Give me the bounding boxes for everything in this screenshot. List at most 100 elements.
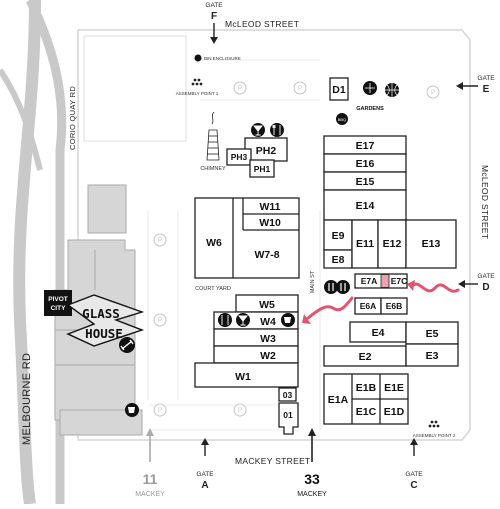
mcleod-street-top-label: McLEOD STREET xyxy=(225,19,299,29)
gardens-label: GARDENS xyxy=(356,106,384,112)
gate-e-arrow-icon xyxy=(456,82,463,90)
building-e1c-label: E1C xyxy=(356,406,377,418)
building-e16-label: E16 xyxy=(356,158,375,170)
assembly-point-1: ASSEMBLY POINT 1 xyxy=(176,78,219,96)
arrow-up-icon xyxy=(308,428,316,436)
building-e3[interactable]: E3 xyxy=(405,343,459,367)
building-e1b[interactable]: E1B xyxy=(356,382,377,394)
building-01-label: 01 xyxy=(283,410,293,420)
building-e12[interactable]: E12 xyxy=(377,219,407,269)
building-w11[interactable]: W11 xyxy=(259,201,280,213)
building-e7c[interactable]: E7C xyxy=(391,276,408,286)
gate-a[interactable]: GATE A xyxy=(196,438,214,491)
building-w4-label: W4 xyxy=(260,316,276,328)
assembly-point-2-label: ASSEMBLY POINT 2 xyxy=(413,433,456,438)
parking-marker[interactable]: P xyxy=(233,81,247,95)
building-e16[interactable]: E16 xyxy=(323,153,407,173)
pivot-city-logo: PIVOT CITY xyxy=(44,290,72,316)
building-ph3-label: PH3 xyxy=(231,152,248,162)
svg-text:BBQ: BBQ xyxy=(338,117,346,122)
building-e1a[interactable]: E1A xyxy=(328,394,349,406)
arrow-up-icon xyxy=(146,428,154,436)
gate-e-letter: E xyxy=(483,84,490,95)
parking-markers: P P P P P P P xyxy=(153,81,440,417)
building-d1[interactable]: D1 xyxy=(329,77,349,101)
entry-33-arrow xyxy=(308,428,316,462)
toilets-icons xyxy=(324,280,350,294)
building-e13[interactable]: E13 xyxy=(405,219,457,269)
building-e7b-highlight[interactable] xyxy=(380,274,390,288)
toilet-icon xyxy=(324,280,338,294)
parking-marker[interactable]: P xyxy=(153,233,167,247)
parking-marker[interactable]: P xyxy=(426,85,440,99)
building-e1e[interactable]: E1E xyxy=(384,382,404,394)
building-w6-label: W6 xyxy=(206,237,222,249)
main-street-label: MAIN ST xyxy=(310,270,316,293)
building-e14[interactable]: E14 xyxy=(323,189,407,221)
building-e9[interactable]: E9 xyxy=(323,219,353,251)
building-e2[interactable]: E2 xyxy=(323,345,407,367)
building-01[interactable]: 01 xyxy=(278,402,299,435)
gate-d-arrow-icon xyxy=(458,280,465,288)
building-w2[interactable]: W2 xyxy=(213,345,299,364)
building-e6a[interactable]: E6A xyxy=(354,297,382,315)
gate-c[interactable]: GATE C xyxy=(405,438,423,491)
address-33-number: 33 xyxy=(304,471,320,487)
building-w10[interactable]: W10 xyxy=(259,217,281,229)
gate-f-letter: F xyxy=(211,11,217,22)
svg-text:HOUSE: HOUSE xyxy=(85,326,123,341)
building-e7a[interactable]: E7A xyxy=(361,276,378,286)
building-e13-label: E13 xyxy=(422,238,441,250)
cutlery-icon xyxy=(270,123,284,137)
building-e17[interactable]: E17 xyxy=(323,135,407,155)
building-w5[interactable]: W5 xyxy=(235,294,299,313)
gate-d[interactable]: GATE D xyxy=(458,273,495,293)
building-e7c-label: E7C xyxy=(391,276,408,286)
building-e1b-label: E1B xyxy=(356,382,377,394)
parking-marker[interactable]: P xyxy=(153,313,167,327)
bin-icon xyxy=(194,54,202,62)
svg-text:P: P xyxy=(238,86,242,92)
parking-lines xyxy=(147,59,321,431)
svg-text:P: P xyxy=(431,90,435,96)
building-e6a-label: E6A xyxy=(360,301,377,311)
building-w7-8[interactable]: W7-8 xyxy=(254,249,279,261)
wave-left-icon xyxy=(306,296,354,320)
chimney-icon xyxy=(206,111,220,161)
building-w1[interactable]: W1 xyxy=(194,362,299,388)
gate-f-arrow-icon xyxy=(210,37,218,44)
glass-house-logo: GLASS HOUSE xyxy=(66,294,145,347)
building-e1d[interactable]: E1D xyxy=(384,406,405,418)
building-w1-label: W1 xyxy=(235,371,251,383)
building-e4-label: E4 xyxy=(372,327,385,339)
road-curves xyxy=(0,0,67,505)
building-w6[interactable]: W6 xyxy=(206,237,222,249)
building-e1c[interactable]: E1C xyxy=(356,406,377,418)
glass-house-icons xyxy=(119,337,139,417)
svg-text:GLASS: GLASS xyxy=(82,306,120,321)
building-ph1[interactable]: PH1 xyxy=(249,159,275,178)
parking-marker[interactable]: P xyxy=(153,403,167,417)
gate-d-letter: D xyxy=(482,282,489,293)
gate-f[interactable]: GATE F xyxy=(205,2,223,44)
building-e11[interactable]: E11 xyxy=(351,219,379,269)
building-03[interactable]: 03 xyxy=(278,387,297,402)
building-w3[interactable]: W3 xyxy=(213,328,299,347)
building-e4[interactable]: E4 xyxy=(349,321,407,343)
building-e8[interactable]: E8 xyxy=(323,249,353,269)
parking-marker[interactable]: P xyxy=(233,403,247,417)
building-w11-label: W11 xyxy=(259,201,280,213)
w-cafe-icons xyxy=(218,313,295,327)
building-e6b[interactable]: E6B xyxy=(380,297,408,315)
chimney-label: CHIMNEY xyxy=(200,166,226,172)
building-ph3[interactable]: PH3 xyxy=(226,148,252,166)
building-e12-label: E12 xyxy=(383,238,402,250)
parking-marker[interactable]: P xyxy=(293,81,307,95)
w-upper-block xyxy=(194,197,300,279)
gate-c-arrow-icon xyxy=(410,438,418,445)
gate-e[interactable]: GATE E xyxy=(456,75,495,95)
building-e15[interactable]: E15 xyxy=(323,171,407,191)
building-e1d-label: E1D xyxy=(384,406,405,418)
building-e5[interactable]: E5 xyxy=(405,321,459,345)
address-11-street: MACKEY xyxy=(135,491,165,498)
